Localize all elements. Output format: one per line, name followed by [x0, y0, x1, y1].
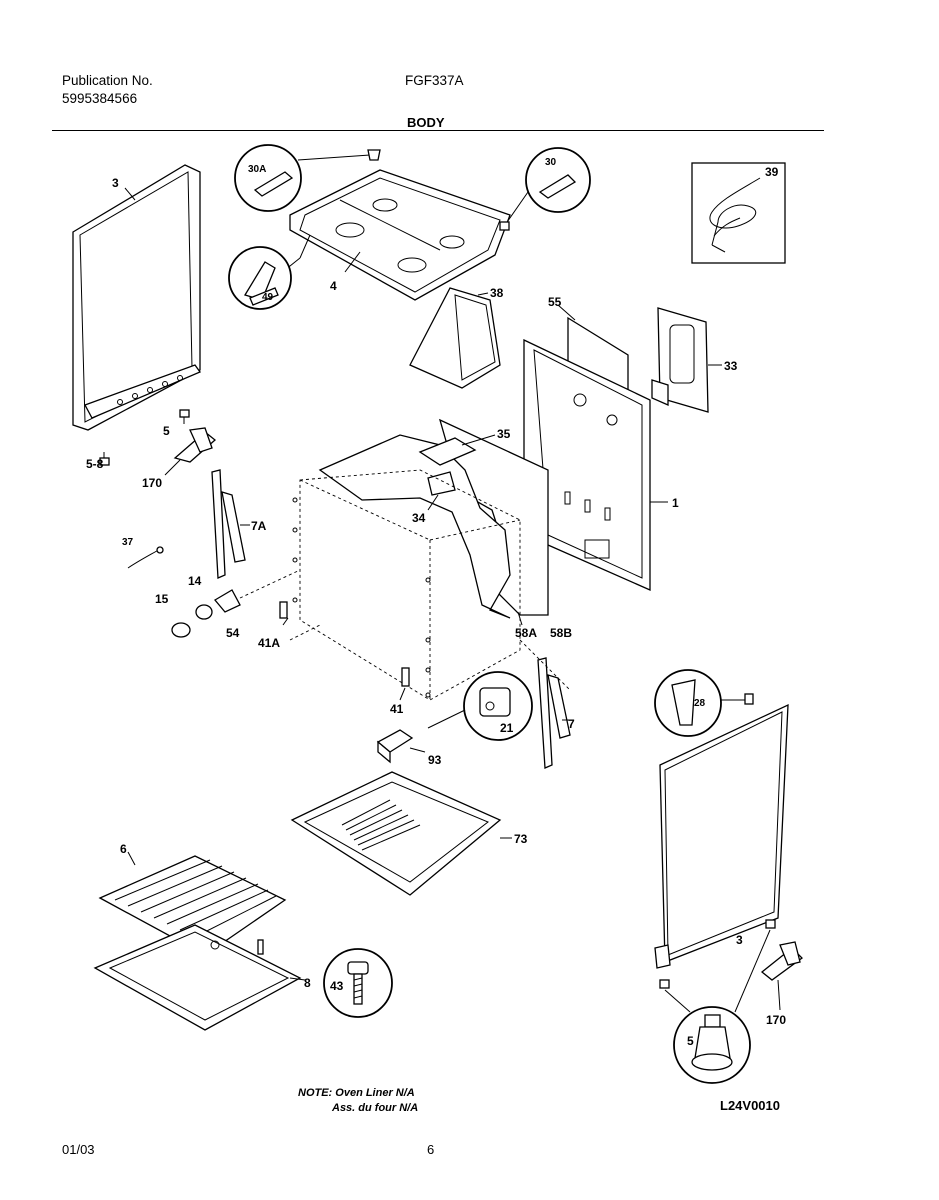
oven-bottom-8 — [93, 924, 306, 1031]
label-21: 21 — [500, 721, 514, 735]
label-5-top: 5 — [163, 424, 170, 438]
label-30: 30 — [545, 157, 557, 168]
label-4: 4 — [330, 279, 337, 293]
label-33: 33 — [724, 359, 738, 373]
bubble-5-bottom — [659, 919, 776, 1084]
label-1: 1 — [672, 496, 679, 510]
bubble-49 — [228, 246, 292, 310]
section-title: BODY — [407, 115, 445, 130]
bubble-28 — [654, 669, 754, 737]
label-58a: 58A — [515, 626, 537, 640]
label-28: 28 — [694, 698, 706, 709]
label-39: 39 — [765, 165, 779, 179]
model-number: FGF337A — [405, 73, 464, 88]
label-3-left: 3 — [112, 176, 119, 190]
part-33 — [651, 307, 722, 413]
wire-37 — [127, 546, 164, 569]
label-3-right: 3 — [736, 933, 743, 947]
oven-rack — [98, 851, 287, 956]
clip-41 — [399, 667, 410, 701]
label-34: 34 — [412, 511, 426, 525]
label-7: 7 — [568, 717, 575, 731]
label-93: 93 — [428, 753, 442, 767]
label-37: 37 — [122, 537, 134, 548]
label-6: 6 — [120, 842, 127, 856]
note-line-1: NOTE: Oven Liner N/A — [298, 1087, 415, 1099]
label-73: 73 — [514, 832, 528, 846]
bottom-pan-73 — [290, 771, 512, 896]
right-side-panel — [654, 703, 789, 969]
hinge-7 — [519, 639, 571, 769]
label-5-8: 5-8 — [86, 457, 104, 471]
page-number: 6 — [427, 1142, 435, 1157]
bracket-170-left — [164, 427, 217, 476]
vent-duct — [409, 287, 501, 389]
publication-number: 5995384566 — [62, 91, 138, 106]
bubble-21 — [427, 671, 533, 741]
label-41a: 41A — [258, 636, 280, 650]
header-rule — [52, 130, 824, 131]
label-49: 49 — [262, 292, 274, 303]
drawing-code: L24V0010 — [720, 1098, 780, 1113]
left-side-panel — [72, 164, 201, 431]
label-170-right: 170 — [766, 1013, 786, 1027]
clip-41a — [279, 601, 289, 626]
label-7a: 7A — [251, 519, 267, 533]
label-55: 55 — [548, 295, 562, 309]
cord-box — [691, 162, 786, 264]
note-line-2: Ass. du four N/A — [332, 1102, 419, 1114]
label-38: 38 — [490, 286, 504, 300]
hinge-7a — [211, 469, 250, 579]
label-14: 14 — [188, 574, 202, 588]
label-41: 41 — [390, 702, 404, 716]
bracket-170-right — [760, 941, 803, 1011]
cooktop — [284, 169, 511, 301]
publication-label: Publication No. — [62, 73, 153, 88]
label-15: 15 — [155, 592, 169, 606]
bracket-35 — [418, 434, 496, 511]
bubble-43 — [323, 948, 393, 1018]
label-54: 54 — [226, 626, 240, 640]
light-assembly — [171, 569, 301, 638]
label-43: 43 — [330, 979, 344, 993]
broiler-pan-93 — [376, 729, 426, 764]
label-58b: 58B — [550, 626, 572, 640]
footer-date: 01/03 — [62, 1142, 95, 1157]
bubble-30a — [234, 144, 381, 212]
bubble-30 — [499, 147, 591, 231]
label-35: 35 — [497, 427, 511, 441]
label-5-bottom: 5 — [687, 1034, 694, 1048]
label-8: 8 — [304, 976, 311, 990]
screws-top-left — [99, 409, 190, 466]
label-170-left: 170 — [142, 476, 162, 490]
label-30a: 30A — [248, 164, 266, 175]
oven-cavity — [289, 469, 521, 701]
